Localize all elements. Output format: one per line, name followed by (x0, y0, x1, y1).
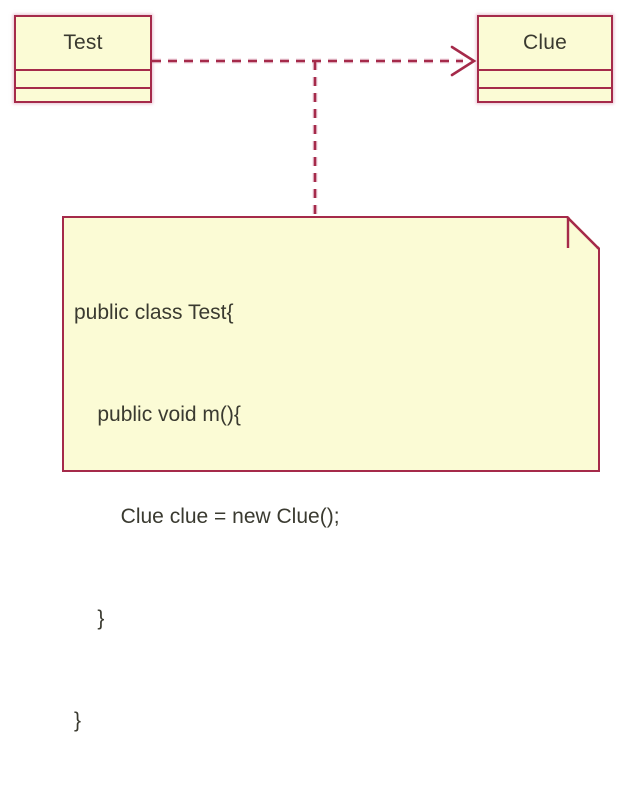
code-line-4: } (74, 607, 105, 630)
note-corner-fold-icon (566, 216, 600, 250)
uml-class-test-name: Test (63, 31, 103, 54)
uml-class-test[interactable]: Test (14, 15, 152, 103)
diagram-canvas: Test Clue (14, 15, 613, 732)
uml-class-clue-operations-compartment (479, 87, 611, 105)
uml-class-test-attributes-compartment (16, 69, 150, 87)
dependency-arrowhead-icon (450, 45, 477, 77)
uml-class-clue-name-compartment: Clue (479, 17, 611, 69)
note-body (62, 216, 600, 472)
uml-class-clue-attributes-compartment (479, 69, 611, 87)
uml-note[interactable]: public class Test{ public void m(){ Clue… (62, 216, 600, 732)
code-line-5: } (74, 709, 82, 732)
code-line-3: Clue clue = new Clue(); (74, 505, 340, 528)
uml-class-clue-name: Clue (523, 31, 567, 54)
uml-class-test-name-compartment: Test (16, 17, 150, 69)
note-code-block: public class Test{ public void m(){ Clue… (74, 228, 586, 806)
uml-class-test-operations-compartment (16, 87, 150, 105)
code-line-1: public class Test{ (74, 301, 234, 324)
code-line-2: public void m(){ (74, 403, 241, 426)
uml-class-clue[interactable]: Clue (477, 15, 613, 103)
